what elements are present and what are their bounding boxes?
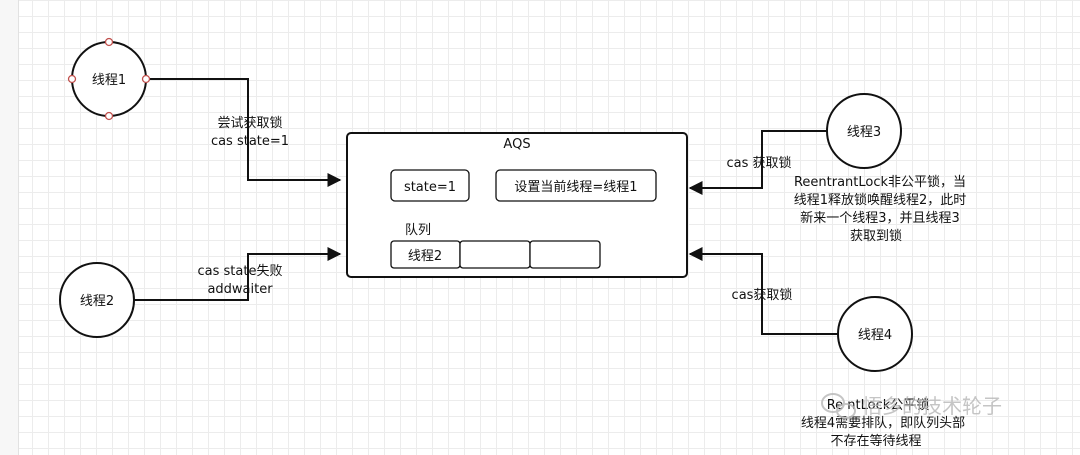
thread3-label: 线程3 xyxy=(847,125,881,140)
queue-label: 队列 xyxy=(405,223,431,238)
resize-handle-right[interactable] xyxy=(141,74,151,84)
resize-handle-top[interactable] xyxy=(104,37,114,47)
thread4-node[interactable]: 线程4 xyxy=(837,296,913,372)
aqs-title: AQS xyxy=(503,137,530,152)
current-thread-box[interactable] xyxy=(495,169,657,202)
wechat-logo-icon xyxy=(821,393,856,419)
thread2-label: 线程2 xyxy=(80,294,114,309)
queue-slot-3[interactable] xyxy=(529,240,601,269)
thread1-edge-label-line2: cas state=1 xyxy=(211,134,289,149)
queue-slot-2[interactable] xyxy=(459,240,531,269)
state-text: state=1 xyxy=(404,180,456,195)
thread4-note-line2: 线程4需要排队，即队列头部 xyxy=(801,416,965,431)
thread4-label: 线程4 xyxy=(858,328,892,343)
arrow-thread2-to-aqs[interactable] xyxy=(133,247,342,301)
queue-slot-1-text: 线程2 xyxy=(408,249,442,264)
thread3-note-line4: 获取到锁 xyxy=(850,228,902,244)
thread1-node[interactable]: 线程1 xyxy=(67,37,151,121)
thread1-label: 线程1 xyxy=(92,73,126,88)
arrow-thread3-to-aqs[interactable] xyxy=(688,130,827,195)
arrow-thread4-to-aqs[interactable] xyxy=(688,247,838,335)
arrow-thread1-to-aqs[interactable] xyxy=(148,78,342,187)
thread4-note-line1: Re ntLock公平锁 xyxy=(827,397,930,413)
thread4-edge-label: cas获取锁 xyxy=(732,287,793,303)
thread3-node[interactable]: 线程3 xyxy=(826,93,902,169)
thread4-note-line3: 不存在等待线程 xyxy=(830,433,921,449)
thread2-edge-label-line1: cas state失败 xyxy=(198,264,283,279)
thread1-edge-label-line1: 尝试获取锁 xyxy=(217,115,282,131)
canvas-sidebar-strip xyxy=(0,0,19,455)
resize-handle-bottom[interactable] xyxy=(104,111,114,121)
state-box[interactable] xyxy=(390,169,470,202)
thread3-edge-label: cas 获取锁 xyxy=(726,155,791,171)
watermark: 悟多的技术轮子 xyxy=(821,393,1002,419)
aqs-container[interactable]: AQS state=1 设置当前线程=线程1 队列 线程2 xyxy=(346,132,688,278)
current-thread-text: 设置当前线程=线程1 xyxy=(514,179,637,195)
thread3-note-line2: 线程1释放锁唤醒线程2，此时 xyxy=(794,192,967,208)
thread3-note-line3: 新来一个线程3，并且线程3 xyxy=(800,210,960,226)
resize-handle-left[interactable] xyxy=(67,74,77,84)
thread2-node[interactable]: 线程2 xyxy=(59,262,135,338)
watermark-text: 悟多的技术轮子 xyxy=(862,394,1002,418)
thread2-edge-label-line2: addwaiter xyxy=(207,282,273,297)
thread3-note-line1: ReentrantLock非公平锁，当 xyxy=(794,174,966,190)
